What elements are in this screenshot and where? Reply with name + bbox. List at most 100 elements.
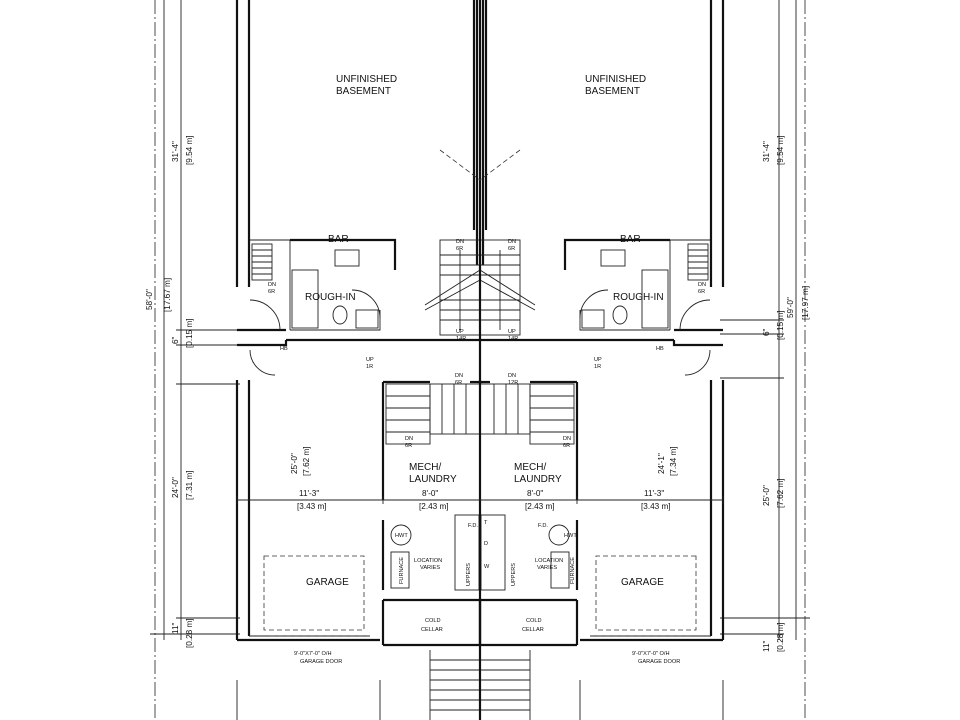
left-mech-label: MECH/ bbox=[409, 462, 441, 473]
right-garage-depth-ft: 24'-1" bbox=[657, 453, 666, 474]
left-hb-label: HB bbox=[280, 346, 288, 352]
dimension-labels: 58'-0" [17.67 m] 31'-4" [9.54 m] 6" [0.1… bbox=[145, 135, 810, 665]
stair-r-7: 6R bbox=[455, 380, 462, 386]
bathtub bbox=[291, 269, 319, 329]
stair-r-3: 14R bbox=[456, 336, 466, 342]
left-bar-label: BAR bbox=[328, 234, 349, 245]
right-rough-in-label: ROUGH-IN bbox=[613, 292, 664, 303]
stair-dn-8: DN bbox=[698, 282, 706, 288]
left-center-stair bbox=[439, 239, 481, 336]
left-step-m: [0.15 m] bbox=[185, 318, 194, 348]
stair-r-11: 6R bbox=[268, 289, 275, 295]
stair-r-9: 6R bbox=[405, 443, 412, 449]
left-location-label: LOCATION bbox=[414, 558, 442, 564]
right-mech-label: MECH/ bbox=[514, 462, 546, 473]
left-garage-door-label: GARAGE DOOR bbox=[300, 659, 342, 665]
right-unfinished-label: UNFINISHED bbox=[585, 74, 646, 85]
right-uppers-label: UPPERS bbox=[511, 563, 517, 586]
appliance-t: T bbox=[484, 520, 488, 526]
left-rough-in-label: ROUGH-IN bbox=[305, 292, 356, 303]
left-total-ft: 58'-0" bbox=[145, 289, 154, 310]
left-bottom-ft: 11" bbox=[171, 623, 180, 634]
stair-up-3: UP bbox=[366, 357, 374, 363]
right-furnace-label: FURNACE bbox=[570, 557, 576, 584]
left-upper-m: [9.54 m] bbox=[185, 135, 194, 165]
right-hb-label: HB bbox=[656, 346, 664, 352]
stair-r-1: 6R bbox=[456, 246, 463, 252]
right-total-ft: 59'-0" bbox=[786, 297, 795, 318]
horizontal-dimension-lines bbox=[236, 496, 724, 504]
right-step-m: [0.15 m] bbox=[776, 310, 785, 340]
right-varies-label: VARIES bbox=[537, 565, 557, 571]
stair-r-6: 1R bbox=[594, 364, 601, 370]
right-mech-width-ft: 8'-0" bbox=[527, 489, 543, 498]
right-garage-door-size: 9'-0"X7'-0" O/H bbox=[632, 651, 670, 657]
right-laundry-label: LAUNDRY bbox=[514, 474, 562, 485]
left-uppers-label: UPPERS bbox=[466, 563, 472, 586]
left-lower-ft: 24'-0" bbox=[171, 477, 180, 498]
right-garage-depth-m: [7.34 m] bbox=[669, 446, 678, 476]
appliance-d: D bbox=[484, 541, 488, 547]
left-total-m: [17.67 m] bbox=[163, 278, 172, 312]
stair-dn-5: DN bbox=[405, 436, 413, 442]
right-bar-label: BAR bbox=[620, 234, 641, 245]
stair-dn-4: DN bbox=[508, 373, 516, 379]
right-basement-label: BASEMENT bbox=[585, 86, 640, 97]
left-fd-label: F.D. bbox=[468, 523, 478, 529]
stair-annotations: DN 6R DN 6R UP 14R UP 14R UP 1R UP 1R DN… bbox=[268, 239, 706, 449]
appliance-w: W bbox=[484, 564, 490, 570]
left-lower-stair bbox=[385, 383, 481, 445]
left-garage-depth-ft: 25'-0" bbox=[290, 453, 299, 474]
right-mech-width-m: [2.43 m] bbox=[525, 502, 555, 511]
stair-up-2: UP bbox=[508, 329, 516, 335]
stair-r-4: 14R bbox=[508, 336, 518, 342]
stair-r-10: 6R bbox=[563, 443, 570, 449]
stair-up-4: UP bbox=[594, 357, 602, 363]
stair-dn-6: DN bbox=[563, 436, 571, 442]
right-upper-m: [9.54 m] bbox=[776, 135, 785, 165]
left-unfinished-label: UNFINISHED bbox=[336, 74, 397, 85]
right-hwt-label: HWT bbox=[564, 533, 577, 539]
vanity bbox=[355, 309, 379, 329]
left-step-ft: 6" bbox=[171, 336, 180, 344]
right-lower-ft: 25'-0" bbox=[762, 485, 771, 506]
left-car-outline bbox=[263, 555, 365, 631]
right-cellar-label: CELLAR bbox=[522, 627, 544, 633]
left-cellar-label: CELLAR bbox=[421, 627, 443, 633]
right-bottom-ft: 11" bbox=[762, 641, 771, 652]
right-step-ft: 6" bbox=[762, 328, 771, 336]
bar-stair bbox=[251, 243, 273, 281]
left-basement-label: BASEMENT bbox=[336, 86, 391, 97]
right-garage-width-m: [3.43 m] bbox=[641, 502, 671, 511]
stair-dn-1: DN bbox=[456, 239, 464, 245]
left-mech-width-ft: 8'-0" bbox=[422, 489, 438, 498]
toilet bbox=[332, 305, 348, 325]
left-upper-ft: 31'-4" bbox=[171, 141, 180, 162]
left-hwt-label: HWT bbox=[395, 533, 408, 539]
stair-r-5: 1R bbox=[366, 364, 373, 370]
right-lower-m: [7.62 m] bbox=[776, 478, 785, 508]
right-bottom-m: [0.28 m] bbox=[776, 622, 785, 652]
bar-sink bbox=[334, 249, 360, 267]
left-garage-depth-m: [7.62 m] bbox=[302, 446, 311, 476]
left-laundry-label: LAUNDRY bbox=[409, 474, 457, 485]
left-lower-m: [7.31 m] bbox=[185, 470, 194, 500]
stair-dn-3: DN bbox=[455, 373, 463, 379]
left-mech-width-m: [2.43 m] bbox=[419, 502, 449, 511]
left-unit bbox=[235, 0, 488, 720]
stair-r-12: 6R bbox=[698, 289, 705, 295]
right-dimension-lines bbox=[720, 0, 810, 720]
left-garage-label: GARAGE bbox=[306, 577, 349, 588]
stair-r-2: 6R bbox=[508, 246, 515, 252]
left-garage-door-size: 9'-0"X7'-0" O/H bbox=[294, 651, 332, 657]
right-cold-label: COLD bbox=[526, 618, 542, 624]
right-upper-ft: 31'-4" bbox=[762, 141, 771, 162]
left-bottom-m: [0.28 m] bbox=[185, 618, 194, 648]
left-garage-width-m: [3.43 m] bbox=[297, 502, 327, 511]
left-varies-label: VARIES bbox=[420, 565, 440, 571]
right-total-m: [17.97 m] bbox=[801, 286, 810, 320]
right-garage-label: GARAGE bbox=[621, 577, 664, 588]
right-garage-width-ft: 11'-3" bbox=[644, 489, 664, 498]
left-garage-width-ft: 11'-3" bbox=[299, 489, 319, 498]
